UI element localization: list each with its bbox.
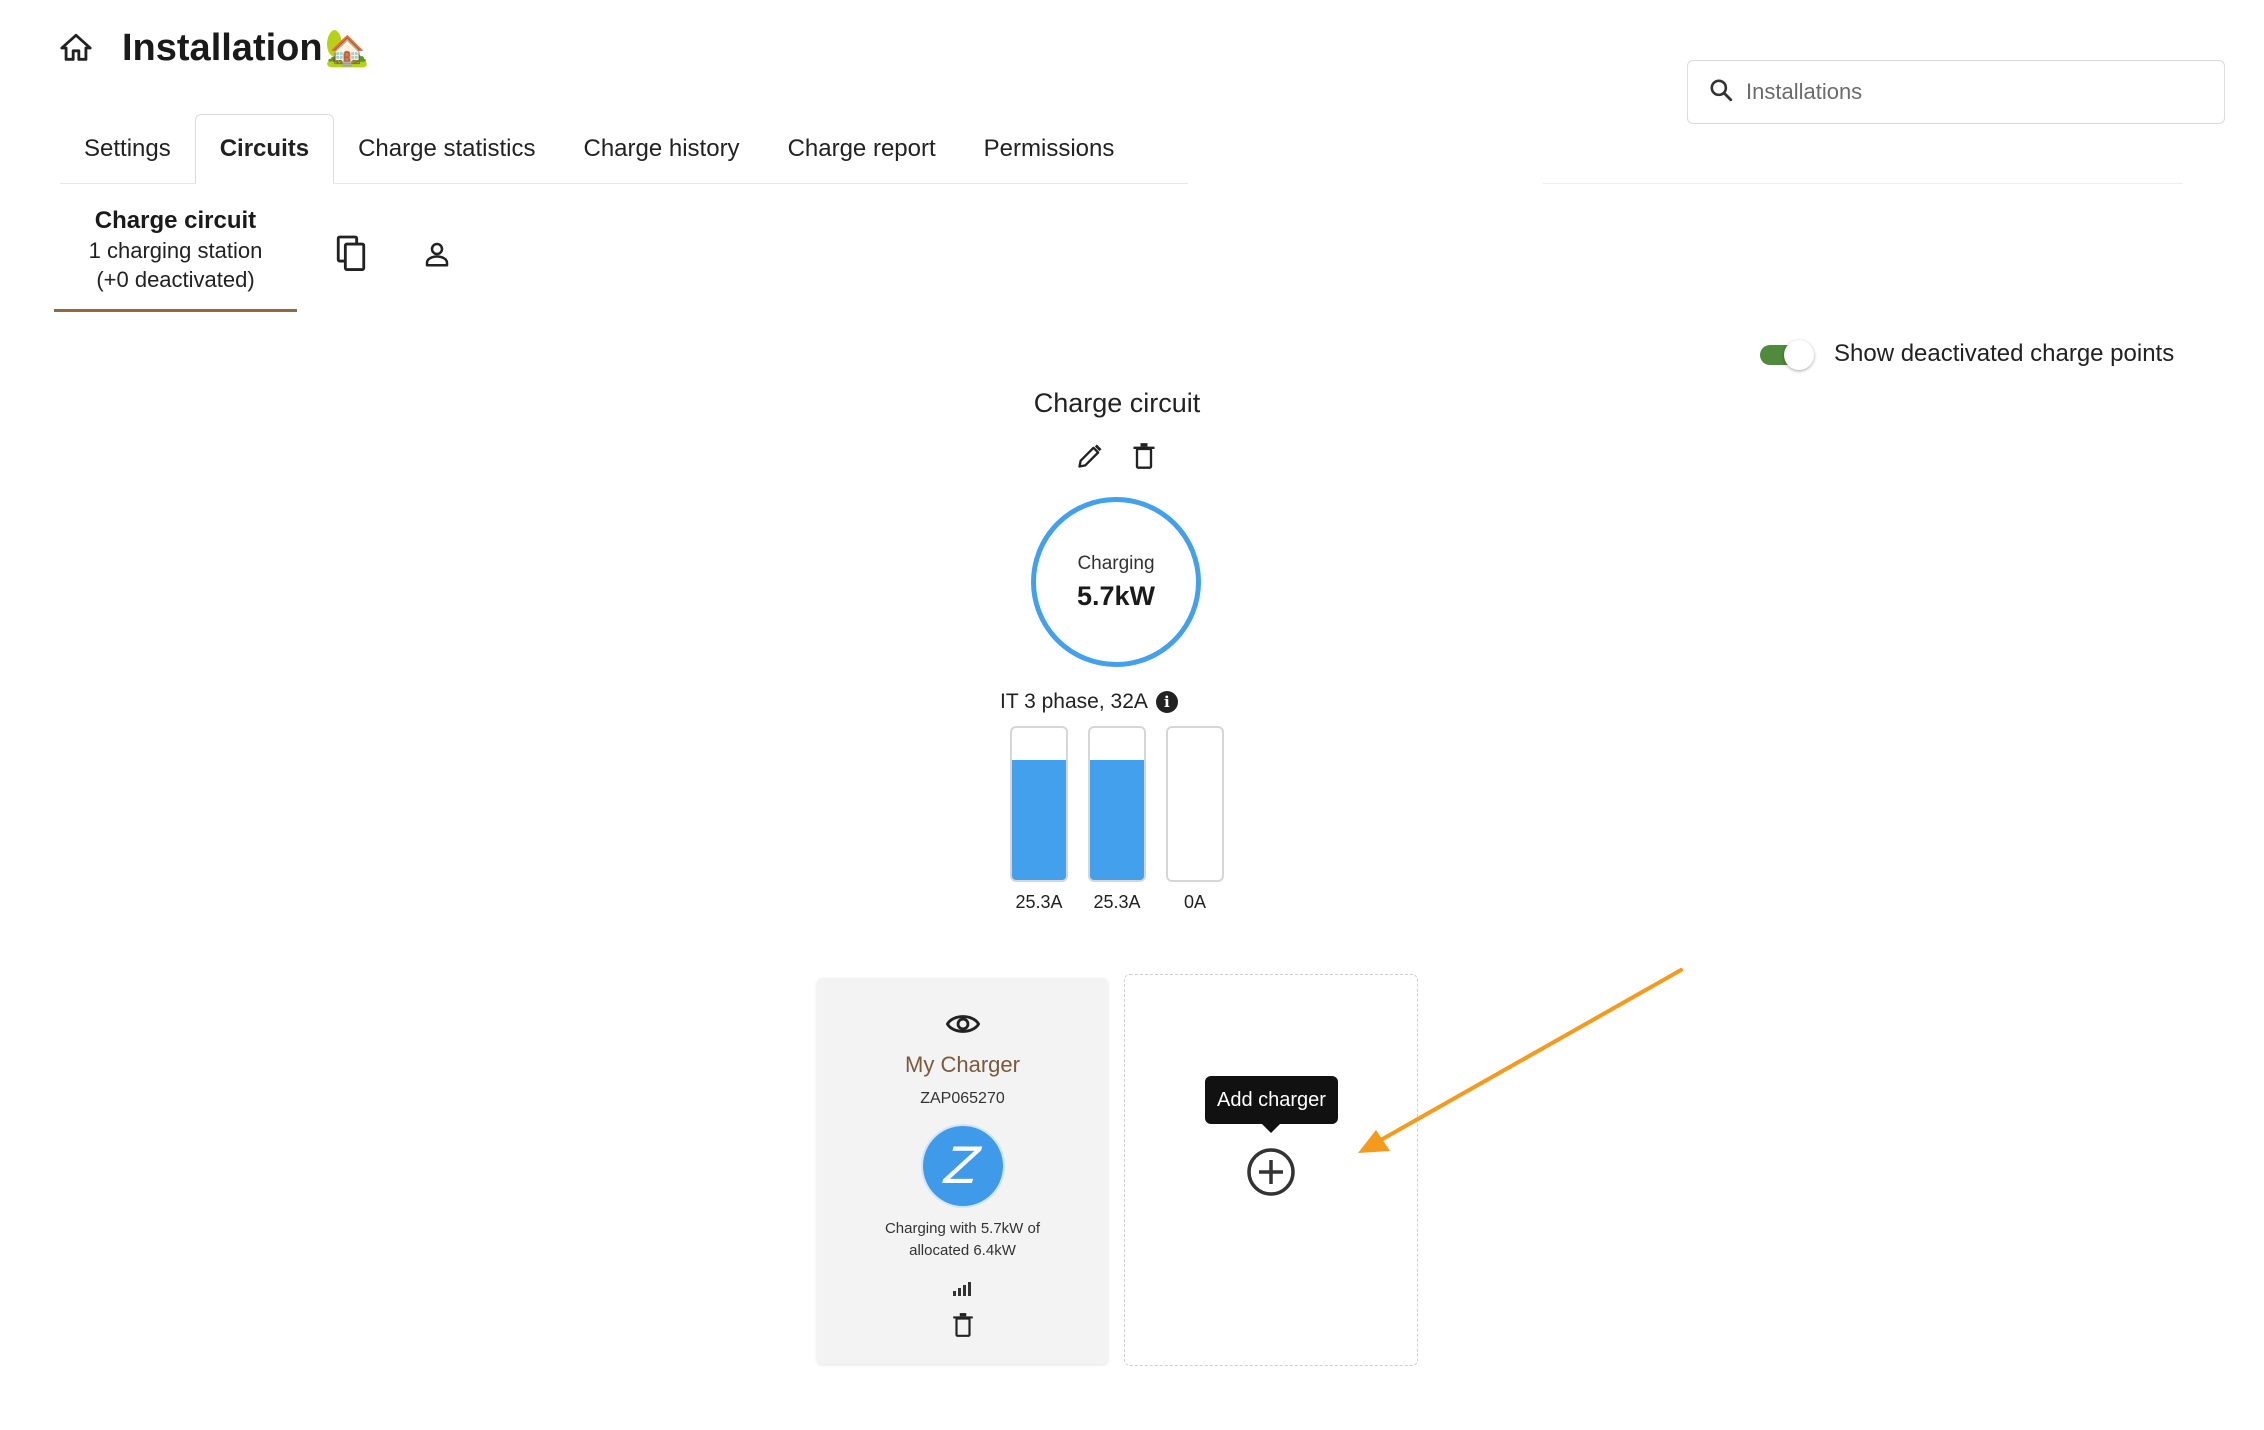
circuit-tab-name: Charge circuit: [94, 207, 257, 234]
tab-circuits[interactable]: Circuits: [194, 114, 335, 184]
phase-fill: [1090, 759, 1144, 880]
show-deactivated-toggle[interactable]: [1760, 340, 1814, 370]
phase-bar-2: 25.3A: [1088, 726, 1146, 913]
signal-strength-icon: [952, 1276, 974, 1296]
circuit-power: 5.7kW: [1076, 580, 1156, 611]
add-circle-plus-icon[interactable]: [1246, 1147, 1296, 1197]
page-header: Installation 🏡: [54, 20, 369, 76]
installations-search[interactable]: [1687, 60, 2225, 124]
info-icon[interactable]: i: [1155, 691, 1178, 713]
charger-name: My Charger: [905, 1052, 1020, 1077]
circuit-tab-stations: 1 charging station: [88, 238, 263, 263]
tab-charge-statistics[interactable]: Charge statistics: [358, 135, 536, 162]
circuit-tab-charge-circuit[interactable]: Charge circuit 1 charging station (+0 de…: [54, 196, 297, 312]
charger-status: Charging with 5.7kW of allocated 6.4kW: [884, 1220, 1041, 1259]
eye-icon[interactable]: [945, 1008, 980, 1040]
delete-trash-icon[interactable]: [1124, 436, 1164, 476]
phase-info: IT 3 phase, 32A i: [1000, 690, 1178, 714]
phase-bar-1: 25.3A: [1010, 726, 1068, 913]
tab-charge-report[interactable]: Charge report: [787, 135, 936, 162]
charging-power-gauge: Charging 5.7kW: [1031, 497, 1201, 667]
header-divider: [1543, 183, 2183, 184]
search-icon: [1708, 77, 1734, 108]
tab-settings[interactable]: Settings: [84, 135, 171, 162]
phase-info-text: IT 3 phase, 32A: [1000, 690, 1148, 713]
circuit-tab-deactivated: (+0 deactivated): [96, 267, 255, 292]
show-deactivated-label: Show deactivated charge points: [1834, 340, 2175, 367]
show-deactivated-toggle-row: Show deactivated charge points: [1760, 340, 2175, 370]
add-charger-tooltip: Add charger: [1205, 1076, 1338, 1133]
zaptec-logo-icon: Z: [922, 1126, 1003, 1206]
phase-current-label: 0A: [1183, 892, 1207, 912]
installation-tabs: Settings Circuits Charge statistics Char…: [60, 114, 1188, 184]
annotation-arrow: [1358, 968, 1683, 1153]
edit-pencil-icon[interactable]: [1070, 436, 1110, 476]
copy-icon[interactable]: [323, 226, 379, 282]
circuit-actions: [1070, 436, 1164, 476]
phase-bars: 25.3A 25.3A 0A: [1010, 726, 1244, 913]
phase-current-label: 25.3A: [1015, 892, 1063, 912]
tab-charge-history[interactable]: Charge history: [583, 135, 740, 162]
house-emoji-icon: 🏡: [324, 27, 370, 68]
charger-card[interactable]: My Charger ZAP065270 Z Charging with 5.7…: [817, 978, 1108, 1364]
phase-bar-3: 0A: [1166, 726, 1224, 913]
charger-serial: ZAP065270: [920, 1090, 1005, 1107]
circuit-title: Charge circuit: [1033, 388, 1201, 418]
circuit-subtabs: Charge circuit 1 charging station (+0 de…: [54, 196, 465, 312]
person-icon[interactable]: [409, 226, 465, 282]
delete-charger-trash-icon[interactable]: [952, 1312, 974, 1343]
search-input[interactable]: [1746, 79, 2186, 105]
circuit-status: Charging: [1077, 552, 1155, 574]
tab-permissions[interactable]: Permissions: [983, 135, 1115, 162]
home-icon[interactable]: [54, 26, 98, 70]
phase-current-label: 25.3A: [1093, 892, 1141, 912]
page-title: Installation: [122, 26, 323, 69]
phase-fill: [1012, 759, 1066, 880]
